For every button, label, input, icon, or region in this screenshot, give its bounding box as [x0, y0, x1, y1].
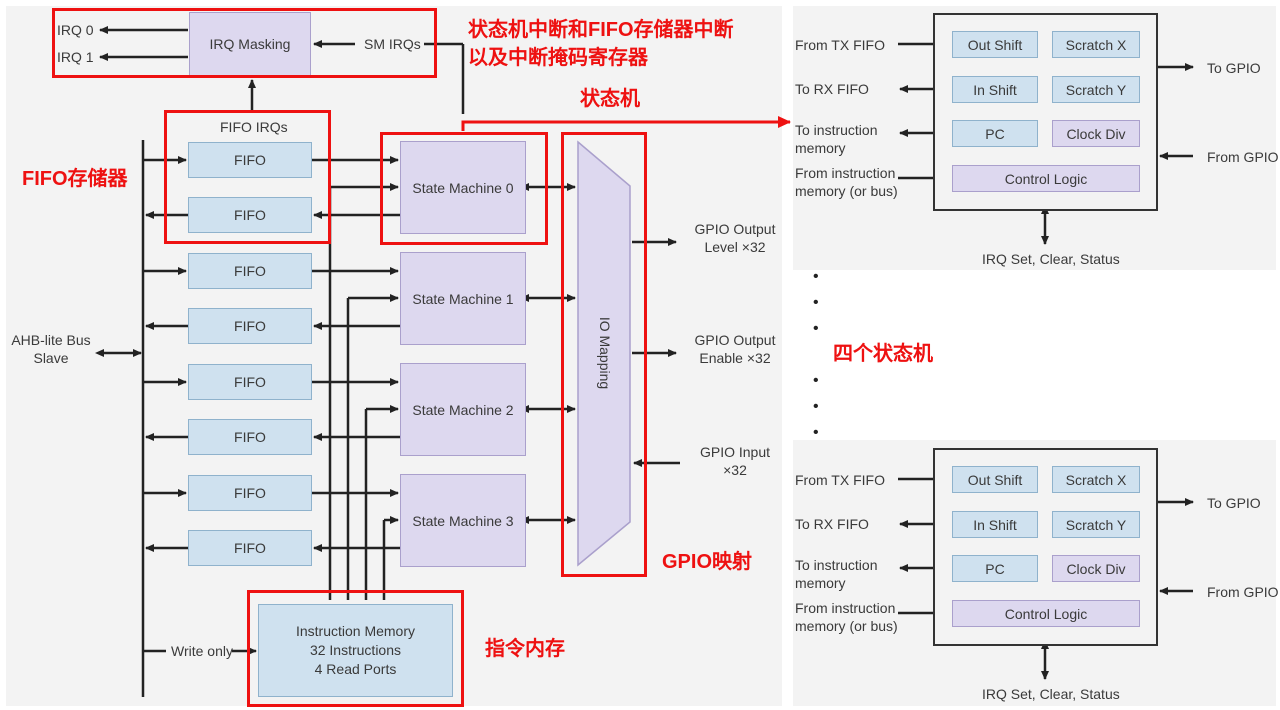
scratch-x-box: Scratch X	[1052, 466, 1140, 493]
fifo-rx-1: FIFO	[188, 308, 312, 344]
io-mapping-shape	[577, 140, 631, 567]
irq-status-label: IRQ Set, Clear, Status	[982, 686, 1120, 702]
instruction-memory-highlight	[247, 590, 464, 707]
instruction-memory-text: Instruction Memory 32 Instructions 4 Rea…	[295, 623, 416, 677]
from-instruction-memory-label: From instruction memory (or bus)	[795, 600, 898, 634]
from-gpio-label: From GPIO	[1207, 584, 1279, 600]
state-machine-0: State Machine 0	[400, 141, 526, 234]
ellipsis-dot: •	[813, 424, 819, 441]
write-only-label: Write only	[171, 643, 233, 659]
fifo-rx-0: FIFO	[188, 197, 312, 233]
ellipsis-dot: •	[813, 372, 819, 389]
ahb-bus-label: AHB-lite Bus Slave	[11, 332, 91, 366]
irq-status-label: IRQ Set, Clear, Status	[982, 251, 1120, 267]
clock-div-box: Clock Div	[1052, 120, 1140, 147]
fifo-rx-2: FIFO	[188, 419, 312, 455]
to-rx-fifo-label: To RX FIFO	[795, 81, 869, 97]
pc-box: PC	[952, 120, 1038, 147]
out-shift-box: Out Shift	[952, 466, 1038, 493]
ellipsis-dot: •	[813, 294, 819, 311]
instruction-memory-box: Instruction Memory 32 Instructions 4 Rea…	[258, 604, 453, 697]
ellipsis-dot: •	[813, 268, 819, 285]
fifo-tx-1: FIFO	[188, 253, 312, 289]
in-shift-box: In Shift	[952, 511, 1038, 538]
irq0-label: IRQ 0	[57, 22, 94, 38]
out-shift-box: Out Shift	[952, 31, 1038, 58]
ellipsis-dot: •	[813, 398, 819, 415]
from-gpio-label: From GPIO	[1207, 149, 1279, 165]
scratch-x-box: Scratch X	[1052, 31, 1140, 58]
from-instruction-memory-label: From instruction memory (or bus)	[795, 165, 898, 199]
control-logic-box: Control Logic	[952, 600, 1140, 627]
gpio-output-level-label: GPIO Output Level ×32	[694, 221, 776, 255]
scratch-y-box: Scratch Y	[1052, 76, 1140, 103]
irq-masking-box: IRQ Masking	[189, 12, 311, 76]
instruction-memory-annotation: 指令内存	[485, 638, 565, 660]
control-logic-box: Control Logic	[952, 165, 1140, 192]
fifo-rx-3: FIFO	[188, 530, 312, 566]
ellipsis-dot: •	[813, 320, 819, 337]
from-tx-fifo-label: From TX FIFO	[795, 472, 885, 488]
state-machine-annotation: 状态机	[580, 88, 640, 110]
gpio-mapping-annotation: GPIO映射	[662, 551, 753, 573]
fifo-highlight	[164, 110, 331, 244]
to-gpio-label: To GPIO	[1207, 60, 1261, 76]
to-instruction-memory-label: To instruction memory	[795, 122, 878, 156]
from-tx-fifo-label: From TX FIFO	[795, 37, 885, 53]
state-machine-2: State Machine 2	[400, 363, 526, 456]
scratch-y-box: Scratch Y	[1052, 511, 1140, 538]
irq-annotation: 状态机中断和FIFO存储器中断 以及中断掩码寄存器	[468, 19, 734, 69]
to-rx-fifo-label: To RX FIFO	[795, 516, 869, 532]
irq-highlight	[52, 8, 437, 78]
io-mapping-highlight	[561, 132, 647, 577]
clock-div-box: Clock Div	[1052, 555, 1140, 582]
to-gpio-label: To GPIO	[1207, 495, 1261, 511]
fifo-tx-0: FIFO	[188, 142, 312, 178]
sm-irqs-label: SM IRQs	[364, 36, 421, 52]
fifo-annotation: FIFO存储器	[22, 168, 128, 190]
state-machine-1: State Machine 1	[400, 252, 526, 345]
state-machine-3: State Machine 3	[400, 474, 526, 567]
fifo-irqs-label: FIFO IRQs	[220, 119, 288, 135]
in-shift-box: In Shift	[952, 76, 1038, 103]
to-instruction-memory-label: To instruction memory	[795, 557, 878, 591]
gpio-output-enable-label: GPIO Output Enable ×32	[694, 332, 776, 366]
fifo-tx-2: FIFO	[188, 364, 312, 400]
fifo-tx-3: FIFO	[188, 475, 312, 511]
pc-box: PC	[952, 555, 1038, 582]
four-state-machines-annotation: 四个状态机	[833, 343, 933, 365]
irq1-label: IRQ 1	[57, 49, 94, 65]
state-machine-highlight	[380, 132, 548, 245]
gpio-input-label: GPIO Input ×32	[699, 444, 771, 478]
